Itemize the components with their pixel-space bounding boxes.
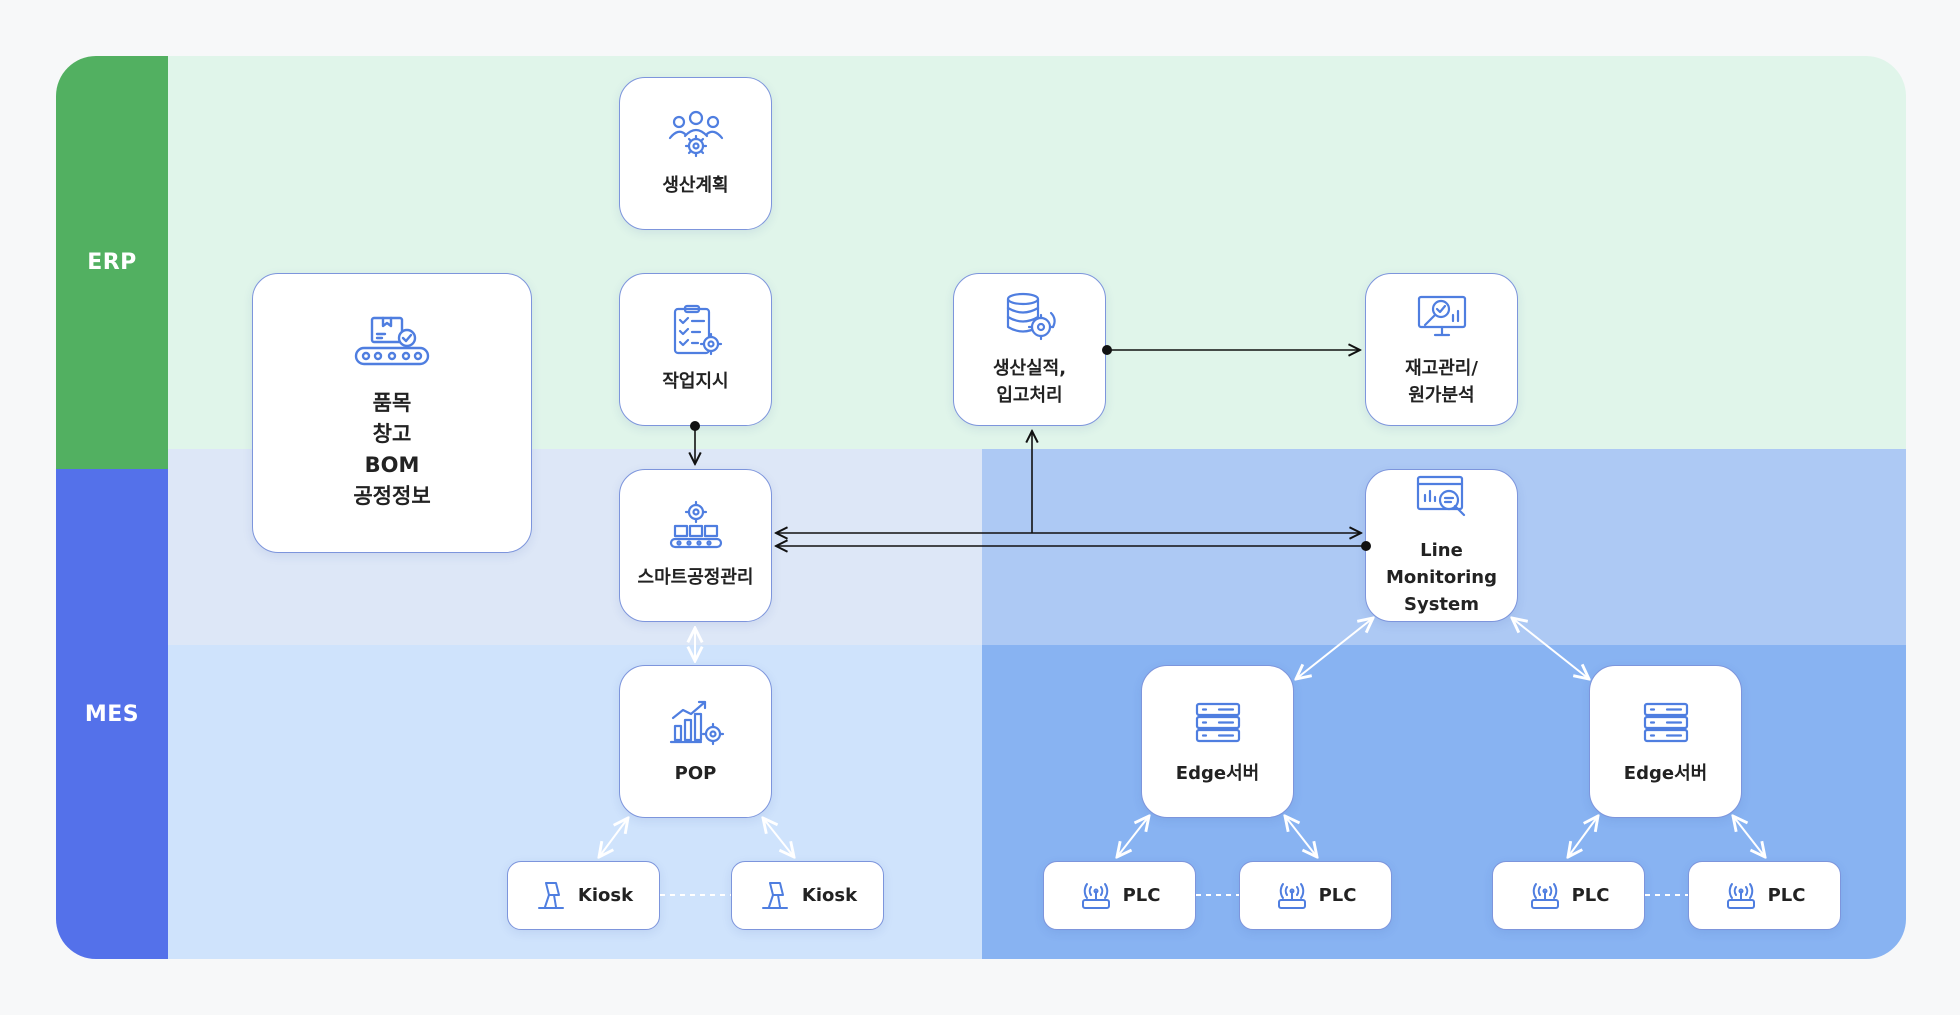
edge-server-card-1[interactable]: Edge서버	[1141, 665, 1294, 818]
plc-card-1[interactable]: PLC	[1043, 861, 1196, 930]
wireless-router-icon	[1726, 882, 1755, 909]
erp-section-label: ERP	[87, 250, 137, 275]
plc-card-4[interactable]: PLC	[1688, 861, 1841, 930]
plc-card-2[interactable]: PLC	[1239, 861, 1392, 930]
edge-server-label-1: Edge서버	[1175, 763, 1260, 784]
master-data-label: 품목 창고 BOM 공정정보	[353, 391, 431, 508]
monitor-analysis-icon	[1417, 295, 1466, 336]
database-gear-icon	[1006, 292, 1056, 340]
screen-magnifier-icon	[1416, 475, 1465, 517]
smart-factory-card[interactable]: 스마트공정관리	[619, 469, 772, 622]
inventory-cost-label: 재고관리/ 원가분석	[1405, 357, 1478, 406]
plc-label-3: PLC	[1571, 885, 1610, 906]
work-order-card[interactable]: 작업지시	[619, 273, 772, 426]
production-plan-card[interactable]: 생산계획	[619, 77, 772, 230]
pop-label: POP	[674, 763, 717, 784]
plc-label-1: PLC	[1122, 885, 1161, 906]
kiosk-label-2: Kiosk	[801, 885, 858, 906]
master-data-card[interactable]: 품목 창고 BOM 공정정보	[252, 273, 532, 553]
wireless-router-icon	[1530, 882, 1559, 909]
edge-server-label-2: Edge서버	[1623, 763, 1708, 784]
erp-side-bar: ERP	[56, 56, 168, 469]
growth-chart-icon	[669, 700, 724, 746]
pop-card[interactable]: POP	[619, 665, 772, 818]
plc-label-2: PLC	[1318, 885, 1357, 906]
plc-label-4: PLC	[1767, 885, 1806, 906]
kiosk-icon	[537, 881, 564, 909]
production-plan-label: 생산계획	[662, 175, 729, 196]
kiosk-icon	[761, 881, 788, 909]
edge-server-card-2[interactable]: Edge서버	[1589, 665, 1742, 818]
conveyor-box-icon	[354, 316, 430, 366]
server-rack-icon	[1195, 702, 1240, 743]
smart-factory-label: 스마트공정관리	[637, 567, 754, 588]
line-monitoring-label: Line Monitoring System	[1386, 540, 1497, 615]
kiosk-card-1[interactable]: Kiosk	[507, 861, 660, 930]
plc-card-3[interactable]: PLC	[1492, 861, 1645, 930]
factory-gear-icon	[669, 500, 722, 549]
production-result-card[interactable]: 생산실적, 입고처리	[953, 273, 1106, 426]
production-result-label: 생산실적, 입고처리	[992, 357, 1067, 406]
line-monitoring-card[interactable]: Line Monitoring System	[1365, 469, 1518, 622]
server-rack-icon	[1643, 702, 1688, 743]
mes-side-bar: MES	[56, 469, 168, 959]
kiosk-label-1: Kiosk	[577, 885, 634, 906]
wireless-router-icon	[1081, 882, 1110, 909]
mes-section-label: MES	[84, 701, 140, 727]
inventory-cost-card[interactable]: 재고관리/ 원가분석	[1365, 273, 1518, 426]
team-gear-icon	[668, 110, 723, 158]
work-order-label: 작업지시	[662, 371, 729, 392]
kiosk-card-2[interactable]: Kiosk	[731, 861, 884, 930]
checklist-gear-icon	[673, 304, 722, 356]
wireless-router-icon	[1277, 882, 1306, 909]
